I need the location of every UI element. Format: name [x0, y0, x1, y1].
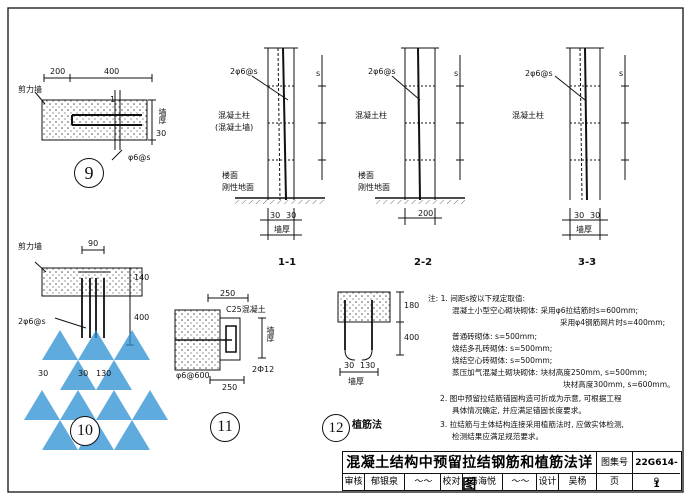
- detail-12-dim-bottom: 400: [404, 333, 420, 342]
- section-2-2-ground-label: 刚性地面: [358, 183, 390, 192]
- sheet-border: [7, 7, 684, 493]
- note-line: 采用φ4钢筋网片时s=400mm;: [560, 318, 666, 327]
- review-label: 审核: [343, 474, 365, 490]
- section-1-1-ground-label: 刚性地面: [222, 183, 254, 192]
- design-label: 设计: [537, 474, 559, 490]
- check-label: 校对: [441, 474, 463, 490]
- section-2-2-column-label: 混凝土柱: [355, 111, 387, 120]
- note-line: 混凝土小型空心砌块砌体: 采用φ6拉结筋时s=600mm;: [452, 306, 639, 315]
- section-1-1-floor-label: 楼面: [222, 171, 238, 180]
- detail-10-bar-label: 2φ6@s: [18, 317, 46, 326]
- detail-9-wall-thickness: 墙厚: [158, 108, 167, 124]
- drawing-title: 混凝土结构中预留拉结钢筋和植筋法详图: [343, 452, 597, 493]
- note-line: 普通砖砌体: s=500mm;: [452, 332, 538, 341]
- note-line: 注: 1. 间距s按以下规定取值:: [428, 294, 526, 303]
- detail-9-dim-400: 400: [104, 67, 120, 76]
- section-3-3-column-label: 混凝土柱: [512, 111, 544, 120]
- detail-11-wall-thickness: 墙厚: [266, 326, 275, 342]
- detail-10-wall-label: 剪力墙: [18, 242, 42, 251]
- section-3-3-spacing: s: [619, 69, 624, 78]
- checker-signature: 〜〜: [503, 474, 537, 490]
- detail-10-dim-top: 90: [88, 239, 99, 248]
- detail-11-dim-top: 250: [220, 289, 236, 298]
- note-line: 烧结空心砖砌体: s=500mm;: [452, 356, 553, 365]
- detail-12-dim-a: 30: [344, 361, 355, 370]
- section-1-1-bar-label: 2φ6@s: [230, 67, 258, 76]
- detail-12-dim-top: 180: [404, 301, 420, 310]
- reviewer-name: 郁银泉: [365, 474, 405, 490]
- section-1-1-spacing: s: [316, 69, 321, 78]
- note-line: 2. 图中预留拉结筋锚固构造可折成为示意, 可根据工程: [440, 394, 622, 403]
- detail-9-wall-label: 剪力墙: [18, 85, 42, 94]
- section-3-3-caption: 3-3: [578, 257, 597, 268]
- section-2-2-bar-label: 2φ6@s: [368, 67, 396, 76]
- section-2-2-dim: 200: [418, 209, 434, 218]
- detail-12-number: 12: [322, 414, 350, 442]
- section-1-1-dim-b: 30: [286, 211, 297, 220]
- section-3-3-dim-a: 30: [574, 211, 585, 220]
- checker-name: 冯海悦: [463, 474, 503, 490]
- note-line: 检测结果应满足规范要求。: [452, 432, 544, 441]
- detail-9-bar-label: φ6@s: [128, 153, 151, 162]
- detail-11-bar2-label: 2Ф12: [252, 365, 275, 374]
- detail-9-dim-200: 200: [50, 67, 66, 76]
- note-line: 烧结多孔砖砌体: s=500mm;: [452, 344, 553, 353]
- page-number: 9: [653, 477, 660, 487]
- section-1-1-drawing: [235, 47, 326, 240]
- section-2-2-caption: 2-2: [414, 257, 433, 268]
- section-1-1-dim-a: 30: [270, 211, 281, 220]
- note-line: 具体情况确定, 并应满足锚固长度要求。: [452, 406, 586, 415]
- section-2-2-floor-label: 楼面: [358, 171, 374, 180]
- detail-9-drawing: [34, 74, 156, 161]
- detail-10-dim-length: 400: [134, 313, 150, 322]
- detail-12-dim-b: 130: [360, 361, 376, 370]
- page-label: 页: [597, 474, 633, 490]
- detail-10-dim-b: 30: [78, 369, 89, 378]
- detail-11-number: 11: [210, 412, 240, 442]
- section-1-1-caption: 1-1: [278, 257, 297, 268]
- section-3-3-drawing: [554, 47, 629, 240]
- detail-12-wall-thickness: 墙厚: [348, 377, 364, 386]
- section-1-1-wall-label: (混凝土墙): [215, 123, 254, 132]
- detail-9-number: 9: [74, 158, 104, 188]
- designer-name: 吴杨: [559, 474, 597, 490]
- section-3-3-dim-b: 30: [590, 211, 601, 220]
- watermark-logo: [24, 330, 168, 450]
- detail-9-section-mark: 1: [110, 95, 116, 104]
- reviewer-signature: 〜〜: [405, 474, 441, 490]
- section-3-3-wall-thickness: 墙厚: [576, 225, 592, 234]
- detail-10-number: 10: [70, 416, 100, 446]
- section-1-1-column-label: 混凝土柱: [218, 111, 250, 120]
- detail-11-dim-bottom: 250: [222, 383, 238, 392]
- detail-10-dim-a: 30: [38, 369, 49, 378]
- detail-11-bar-label: φ6@600: [176, 371, 210, 380]
- note-line: 蒸压加气混凝土砌块砌体: 块材高度250mm, s=500mm;: [452, 368, 648, 377]
- atlas-number: 22G614-1: [633, 452, 680, 490]
- detail-10-dim-c: 130: [96, 369, 112, 378]
- detail-10-drawing: [34, 246, 143, 346]
- title-block: 混凝土结构中预留拉结钢筋和植筋法详图 图集号 22G614-1 审核 郁银泉 〜…: [342, 451, 682, 493]
- detail-12-drawing: [337, 291, 404, 376]
- section-2-2-drawing: [375, 47, 465, 225]
- note-line: 块材高度300mm, s=600mm。: [563, 380, 675, 389]
- section-2-2-spacing: s: [454, 69, 459, 78]
- detail-10-dim-side: 140: [134, 273, 150, 282]
- atlas-label: 图集号: [597, 452, 633, 474]
- section-1-1-wall-thickness: 墙厚: [274, 225, 290, 234]
- detail-12-caption: 植筋法: [352, 420, 382, 431]
- detail-11-drawing: [174, 294, 266, 384]
- section-3-3-bar-label: 2φ6@s: [525, 69, 553, 78]
- detail-11-concrete-label: C25混凝土: [226, 305, 266, 314]
- note-line: 3. 拉结筋与主体结构连接采用植筋法时, 应做实体检测,: [440, 420, 624, 429]
- detail-9-side-dim: 30: [156, 129, 167, 138]
